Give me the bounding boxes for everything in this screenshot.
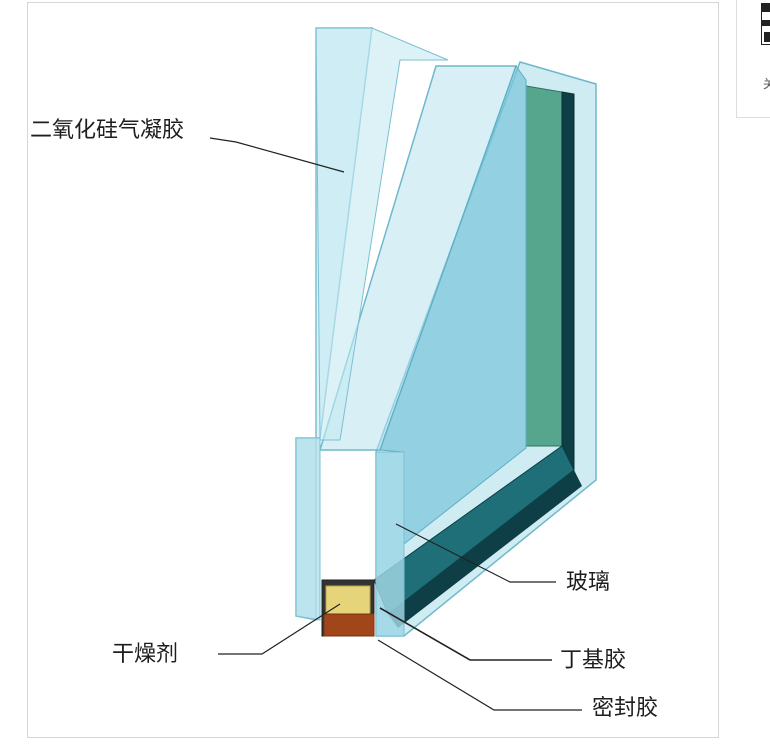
label-aerogel: 二氧化硅气凝胶 (30, 118, 185, 143)
front-glass-lower (375, 451, 405, 637)
spacer-back-face (525, 85, 563, 447)
side-panel[interactable]: 关 (736, 0, 770, 118)
spacer-back-dark (561, 91, 575, 472)
leader-sealant (377, 639, 582, 711)
label-desiccant: 干燥剂 (112, 642, 179, 667)
leader-aerogel (209, 137, 345, 173)
spacer-bottom-dark (388, 470, 582, 628)
desiccant-block (325, 585, 371, 615)
label-glass: 玻璃 (566, 570, 611, 595)
side-panel-text: 关 (763, 75, 770, 92)
sealant-block (323, 613, 375, 637)
leader-butyl (379, 607, 552, 661)
label-sealant: 密封胶 (592, 696, 659, 721)
front-aerogel-lower (295, 437, 321, 621)
leader-desiccant (218, 603, 341, 655)
label-butyl: 丁基胶 (560, 648, 627, 673)
qr-code-icon (761, 3, 770, 45)
leader-glass (395, 523, 556, 583)
